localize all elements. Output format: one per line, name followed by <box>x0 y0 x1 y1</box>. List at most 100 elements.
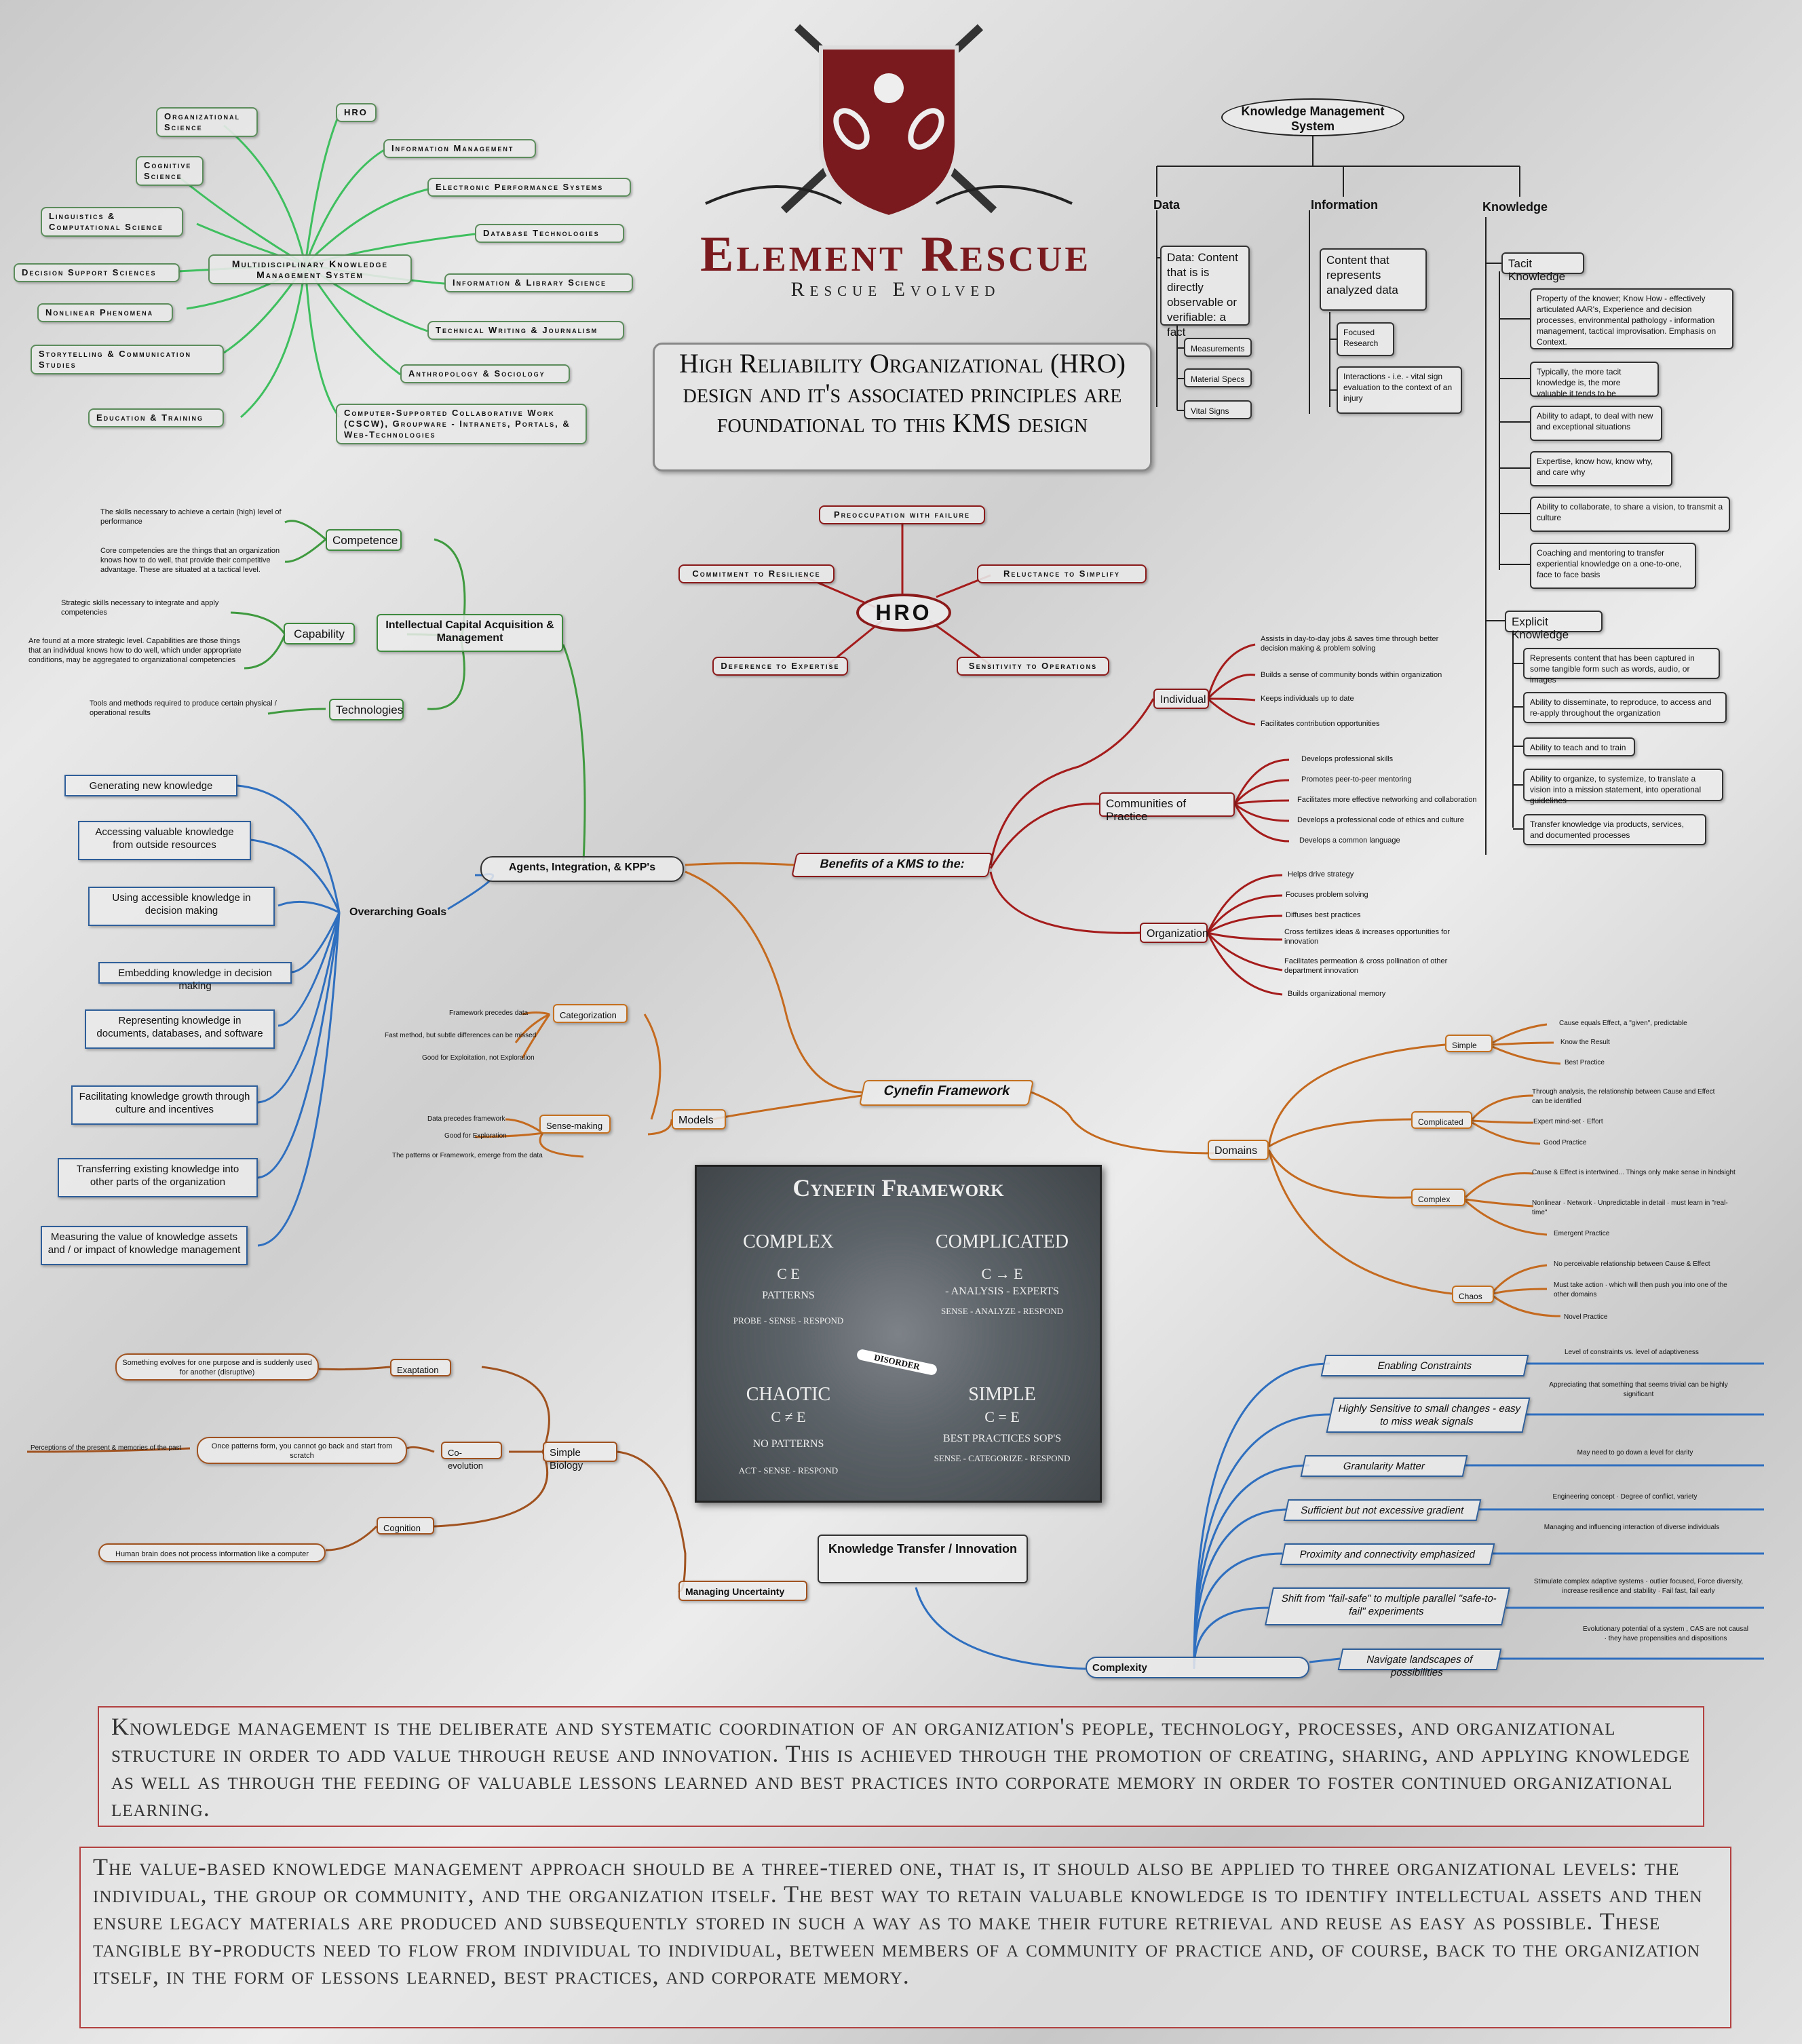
complicated-label: Complicated <box>1411 1111 1472 1129</box>
domain-item: Through analysis, the relationship betwe… <box>1532 1088 1715 1105</box>
kms-tacit-item: Expertise, know how, know why, and care … <box>1530 451 1672 486</box>
domain-item: Expert mind-set · Effort <box>1533 1118 1603 1125</box>
transfer-label: Knowledge Transfer / Innovation <box>818 1535 1028 1583</box>
domain-item: No perceivable relationship between Caus… <box>1554 1260 1710 1268</box>
multi-right-item: Information & Library Science <box>444 273 633 292</box>
coevolution-label: Co-evolution <box>441 1442 502 1471</box>
cynefin-image: Cynefin Framework COMPLEX C E PATTERNS P… <box>695 1165 1102 1503</box>
domain-item: Novel Practice <box>1564 1313 1608 1321</box>
benefit-individual-item: Assists in day-to-day jobs & saves time … <box>1261 635 1439 653</box>
kms-data-item: Measurements <box>1184 338 1252 357</box>
kms-know-label: Knowledge <box>1482 200 1548 214</box>
domain-item: Good Practice <box>1544 1139 1587 1146</box>
multi-right-item: Electronic Performance Systems <box>427 178 631 197</box>
goal-item: Representing knowledge in documents, dat… <box>85 1009 275 1049</box>
goal-item: Measuring the value of knowledge assets … <box>41 1226 248 1265</box>
multi-left-item: Decision Support Sciences <box>14 263 180 282</box>
goal-item: Using accessible knowledge in decision m… <box>88 887 275 926</box>
benefit-org-item: Builds organizational memory <box>1288 990 1386 998</box>
kms-explicit-label: Explicit Knowledge <box>1505 611 1603 641</box>
hro-item: Reluctance to Simplify <box>977 564 1147 583</box>
domain-item: Must take action · which will then push … <box>1554 1281 1727 1298</box>
goal-item: Embedding knowledge in decision making <box>98 962 292 992</box>
technologies-label: Technologies <box>329 699 404 720</box>
complexity-note: Stimulate complex adaptive systems · out… <box>1533 1578 1744 1595</box>
complexity-item: Navigate landscapes of possibilities <box>1337 1648 1502 1678</box>
kms-tacit-item: Coaching and mentoring to transfer exper… <box>1530 543 1696 589</box>
complexity-item: Enabling Constraints <box>1320 1355 1529 1376</box>
complexity-item: Granularity Matter <box>1300 1455 1468 1477</box>
categorization-item: Framework precedes data <box>449 1009 529 1017</box>
goals-label: Overarching Goals <box>349 906 447 918</box>
domain-item: Emergent Practice <box>1554 1230 1610 1237</box>
kms-explicit-item: Represents content that has been capture… <box>1523 648 1720 684</box>
benefit-individual-item: Keeps individuals up to date <box>1261 695 1354 703</box>
complexity-note: Appreciating that something that seems t… <box>1549 1381 1728 1398</box>
sensemaking-item: The patterns or Framework, emerge from t… <box>392 1152 543 1159</box>
sensemaking-label: Sense-making <box>539 1115 611 1134</box>
chaos-label: Chaos <box>1452 1286 1494 1303</box>
cyn-chaotic: CHAOTIC C ≠ E NO PATTERNS ACT - SENSE - … <box>738 1384 839 1476</box>
uncertainty-label: Managing Uncertainty <box>678 1581 807 1601</box>
benefit-org: Organization <box>1140 923 1208 943</box>
categorization-item: Good for Exploitation, not Exploration <box>422 1054 535 1062</box>
benefit-org-item: Helps drive strategy <box>1288 870 1354 879</box>
cognition-item: Human brain does not process information… <box>98 1543 326 1562</box>
goal-item: Accessing valuable knowledge from outsid… <box>78 821 251 860</box>
coevolution-note: Perceptions of the present & memories of… <box>31 1444 182 1452</box>
logo-emblem <box>705 24 1073 220</box>
goal-item: Facilitating knowledge growth through cu… <box>71 1085 258 1125</box>
multi-right-item: Anthropology & Sociology <box>400 364 570 383</box>
kms-tacit-item: Property of the knower; Know How - effec… <box>1530 288 1733 349</box>
technologies-item-1: Tools and methods required to produce ce… <box>90 699 277 717</box>
cyn-disorder: DISORDER <box>856 1348 938 1376</box>
benefit-cop-item: Develops professional skills <box>1301 755 1394 763</box>
complexity-item: Shift from "fail-safe" to multiple paral… <box>1265 1587 1510 1625</box>
kms-explicit-item: Transfer knowledge via products, service… <box>1523 814 1706 845</box>
complexity-item: Sufficient but not excessive gradient <box>1283 1499 1482 1521</box>
domain-item: Know the Result <box>1560 1039 1610 1046</box>
cyn-complicated: COMPLICATED C → E - ANALYSIS - EXPERTS S… <box>935 1231 1069 1316</box>
cyn-complex: COMPLEX C E PATTERNS PROBE - SENSE - RES… <box>733 1231 844 1326</box>
kms-tacit-item: Ability to collaborate, to share a visio… <box>1530 497 1730 532</box>
domain-item: Nonlinear · Network · Unpredictable in d… <box>1532 1199 1728 1216</box>
kms-data-item: Material Specs <box>1184 368 1252 387</box>
categorization-label: Categorization <box>553 1004 628 1023</box>
complexity-note: Engineering concept · Degree of conflict… <box>1552 1493 1698 1501</box>
icam-label: Intellectual Capital Acquisition & Manag… <box>377 614 563 652</box>
multi-left-item: Organizational Science <box>156 107 258 137</box>
multi-left-item: Cognitive Science <box>136 156 204 186</box>
cyn-simple: SIMPLE C = E BEST PRACTICES SOP'S SENSE … <box>934 1384 1071 1463</box>
sensemaking-item: Good for Exploration <box>444 1132 507 1140</box>
cynefin-image-title: Cynefin Framework <box>792 1174 1004 1201</box>
hro-item: Commitment to Resilience <box>678 564 835 583</box>
complexity-note: Managing and influencing interaction of … <box>1544 1524 1720 1531</box>
benefit-individual-item: Facilitates contribution opportunities <box>1261 720 1380 728</box>
benefit-cop-item: Develops a common language <box>1299 836 1400 845</box>
benefit-cop-item: Promotes peer-to-peer mentoring <box>1301 775 1412 784</box>
brand-name: Element Rescue <box>699 227 1092 282</box>
kms-data-label: Data <box>1153 198 1181 212</box>
kms-info-desc: Content that represents analyzed data <box>1320 248 1427 311</box>
kms-tacit-item: Ability to adapt, to deal with new and e… <box>1530 406 1662 441</box>
capability-item-1: Strategic skills necessary to integrate … <box>61 599 219 617</box>
kms-tacit-item: Typically, the more tacit knowledge is, … <box>1530 362 1659 398</box>
kms-info-item: Interactions - i.e. - vital sign evaluat… <box>1337 366 1462 414</box>
benefit-cop-item: Develops a professional code of ethics a… <box>1297 816 1464 824</box>
competence-item-1: The skills necessary to achieve a certai… <box>100 508 282 526</box>
brand-monogram: ER <box>869 163 908 197</box>
kms-data-desc: Data: Content that is is directly observ… <box>1160 246 1250 339</box>
kms-explicit-item: Ability to teach and to train <box>1523 737 1635 756</box>
multi-center: Multidisciplinary Knowledge Management S… <box>208 254 412 284</box>
kms-explicit-item: Ability to disseminate, to reproduce, to… <box>1523 692 1727 723</box>
benefit-cop: Communities of Practice <box>1099 792 1235 823</box>
models-label: Models <box>672 1109 726 1130</box>
kms-tacit-label: Tacit Knowledge <box>1501 252 1584 283</box>
domain-item: Cause equals Effect, a "given", predicta… <box>1559 1020 1687 1027</box>
multi-right-item: Computer-Supported Collaborative Work (C… <box>336 404 587 444</box>
kms-data-item: Vital Signs <box>1184 400 1252 419</box>
domain-item: Cause & Effect is intertwined... Things … <box>1532 1169 1736 1176</box>
complex-label: Complex <box>1411 1189 1465 1206</box>
simple-label: Simple <box>1445 1035 1493 1052</box>
